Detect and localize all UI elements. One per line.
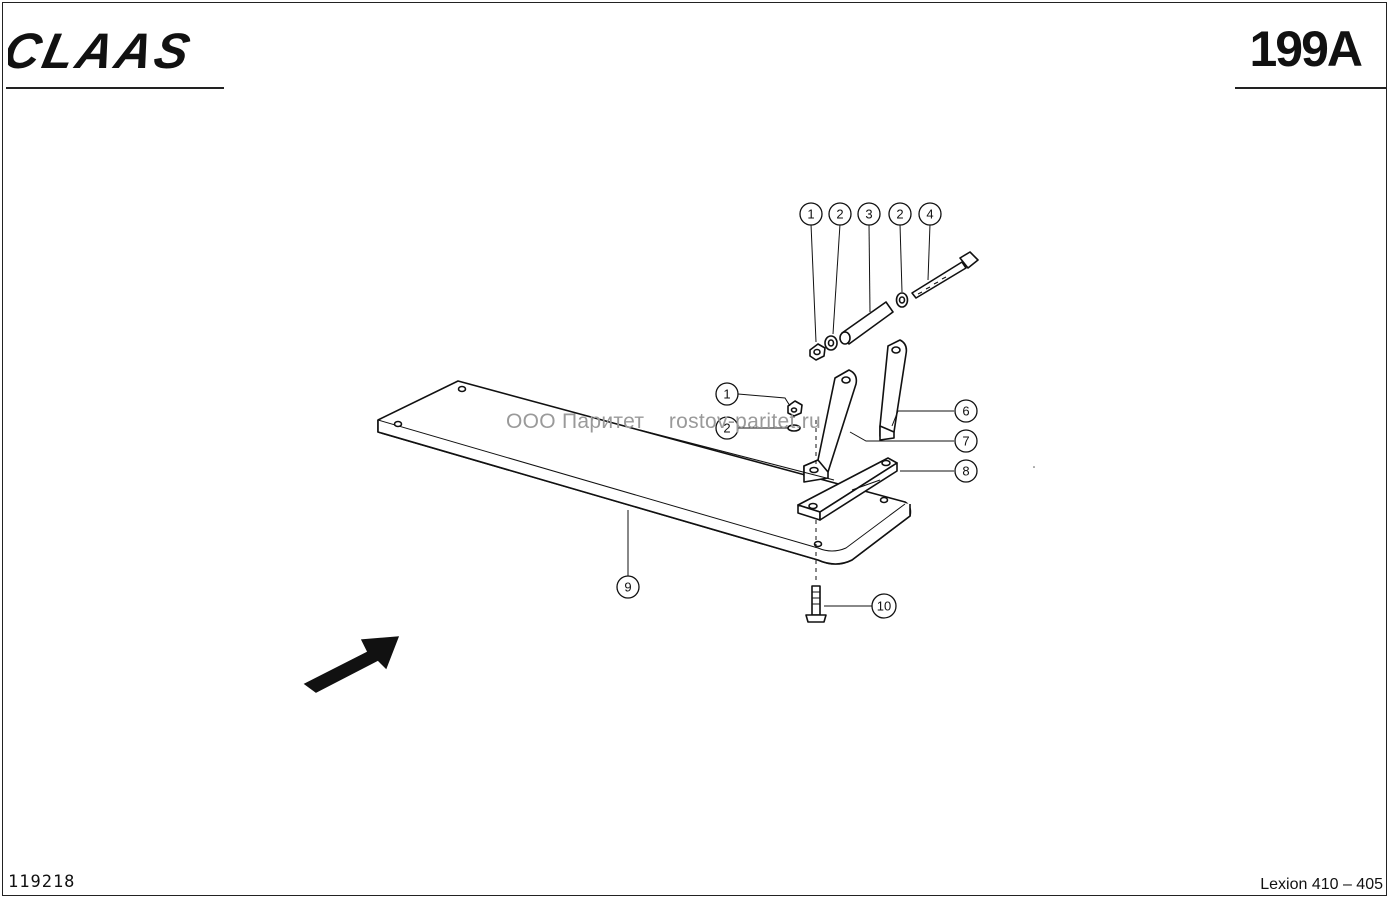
direction-arrow-icon <box>303 636 400 693</box>
speck <box>1033 466 1035 468</box>
svg-text:1: 1 <box>723 387 730 402</box>
strip-part-8 <box>797 457 898 521</box>
bracket-part-6 <box>879 339 908 441</box>
callout-7: 7 <box>954 429 978 453</box>
plate-part-9 <box>377 380 912 565</box>
callout-9: 9 <box>616 575 640 599</box>
model-label: Lexion 410 – 405 <box>1260 876 1383 893</box>
svg-text:2: 2 <box>723 421 730 436</box>
callout-1-top: 1 <box>799 202 823 226</box>
page-number: 199A <box>1249 21 1363 77</box>
brand-underline <box>6 87 224 89</box>
page-number-underline <box>1235 87 1387 89</box>
callout-6: 6 <box>954 399 978 423</box>
drawing-id: 119218 <box>8 872 76 892</box>
leader-lines <box>627 223 954 607</box>
callout-3-top: 3 <box>857 202 881 226</box>
claas-logo: CLAAS <box>8 23 198 79</box>
callout-2-top-b: 2 <box>888 202 912 226</box>
mid-nut-washer <box>787 400 803 432</box>
svg-text:7: 7 <box>962 434 969 449</box>
svg-text:2: 2 <box>896 207 903 222</box>
svg-text:4: 4 <box>926 207 933 222</box>
svg-text:3: 3 <box>865 207 872 222</box>
watermark: ООО Паритет rostov-paritet.ru <box>506 410 821 433</box>
callout-8: 8 <box>954 459 978 483</box>
svg-text:2: 2 <box>836 207 843 222</box>
callout-2-top-a: 2 <box>828 202 852 226</box>
callout-4-top: 4 <box>918 202 942 226</box>
svg-text:1: 1 <box>807 207 814 222</box>
bolt-part-10 <box>805 585 827 623</box>
svg-text:6: 6 <box>962 404 969 419</box>
svg-text:10: 10 <box>877 599 891 614</box>
svg-text:8: 8 <box>962 464 969 479</box>
svg-text:9: 9 <box>624 580 631 595</box>
callout-1-mid: 1 <box>715 382 739 406</box>
callout-2-mid: 2 <box>715 416 739 440</box>
top-hardware <box>809 251 979 361</box>
callout-10: 10 <box>871 593 897 619</box>
brand-name: CLAAS <box>8 23 198 79</box>
